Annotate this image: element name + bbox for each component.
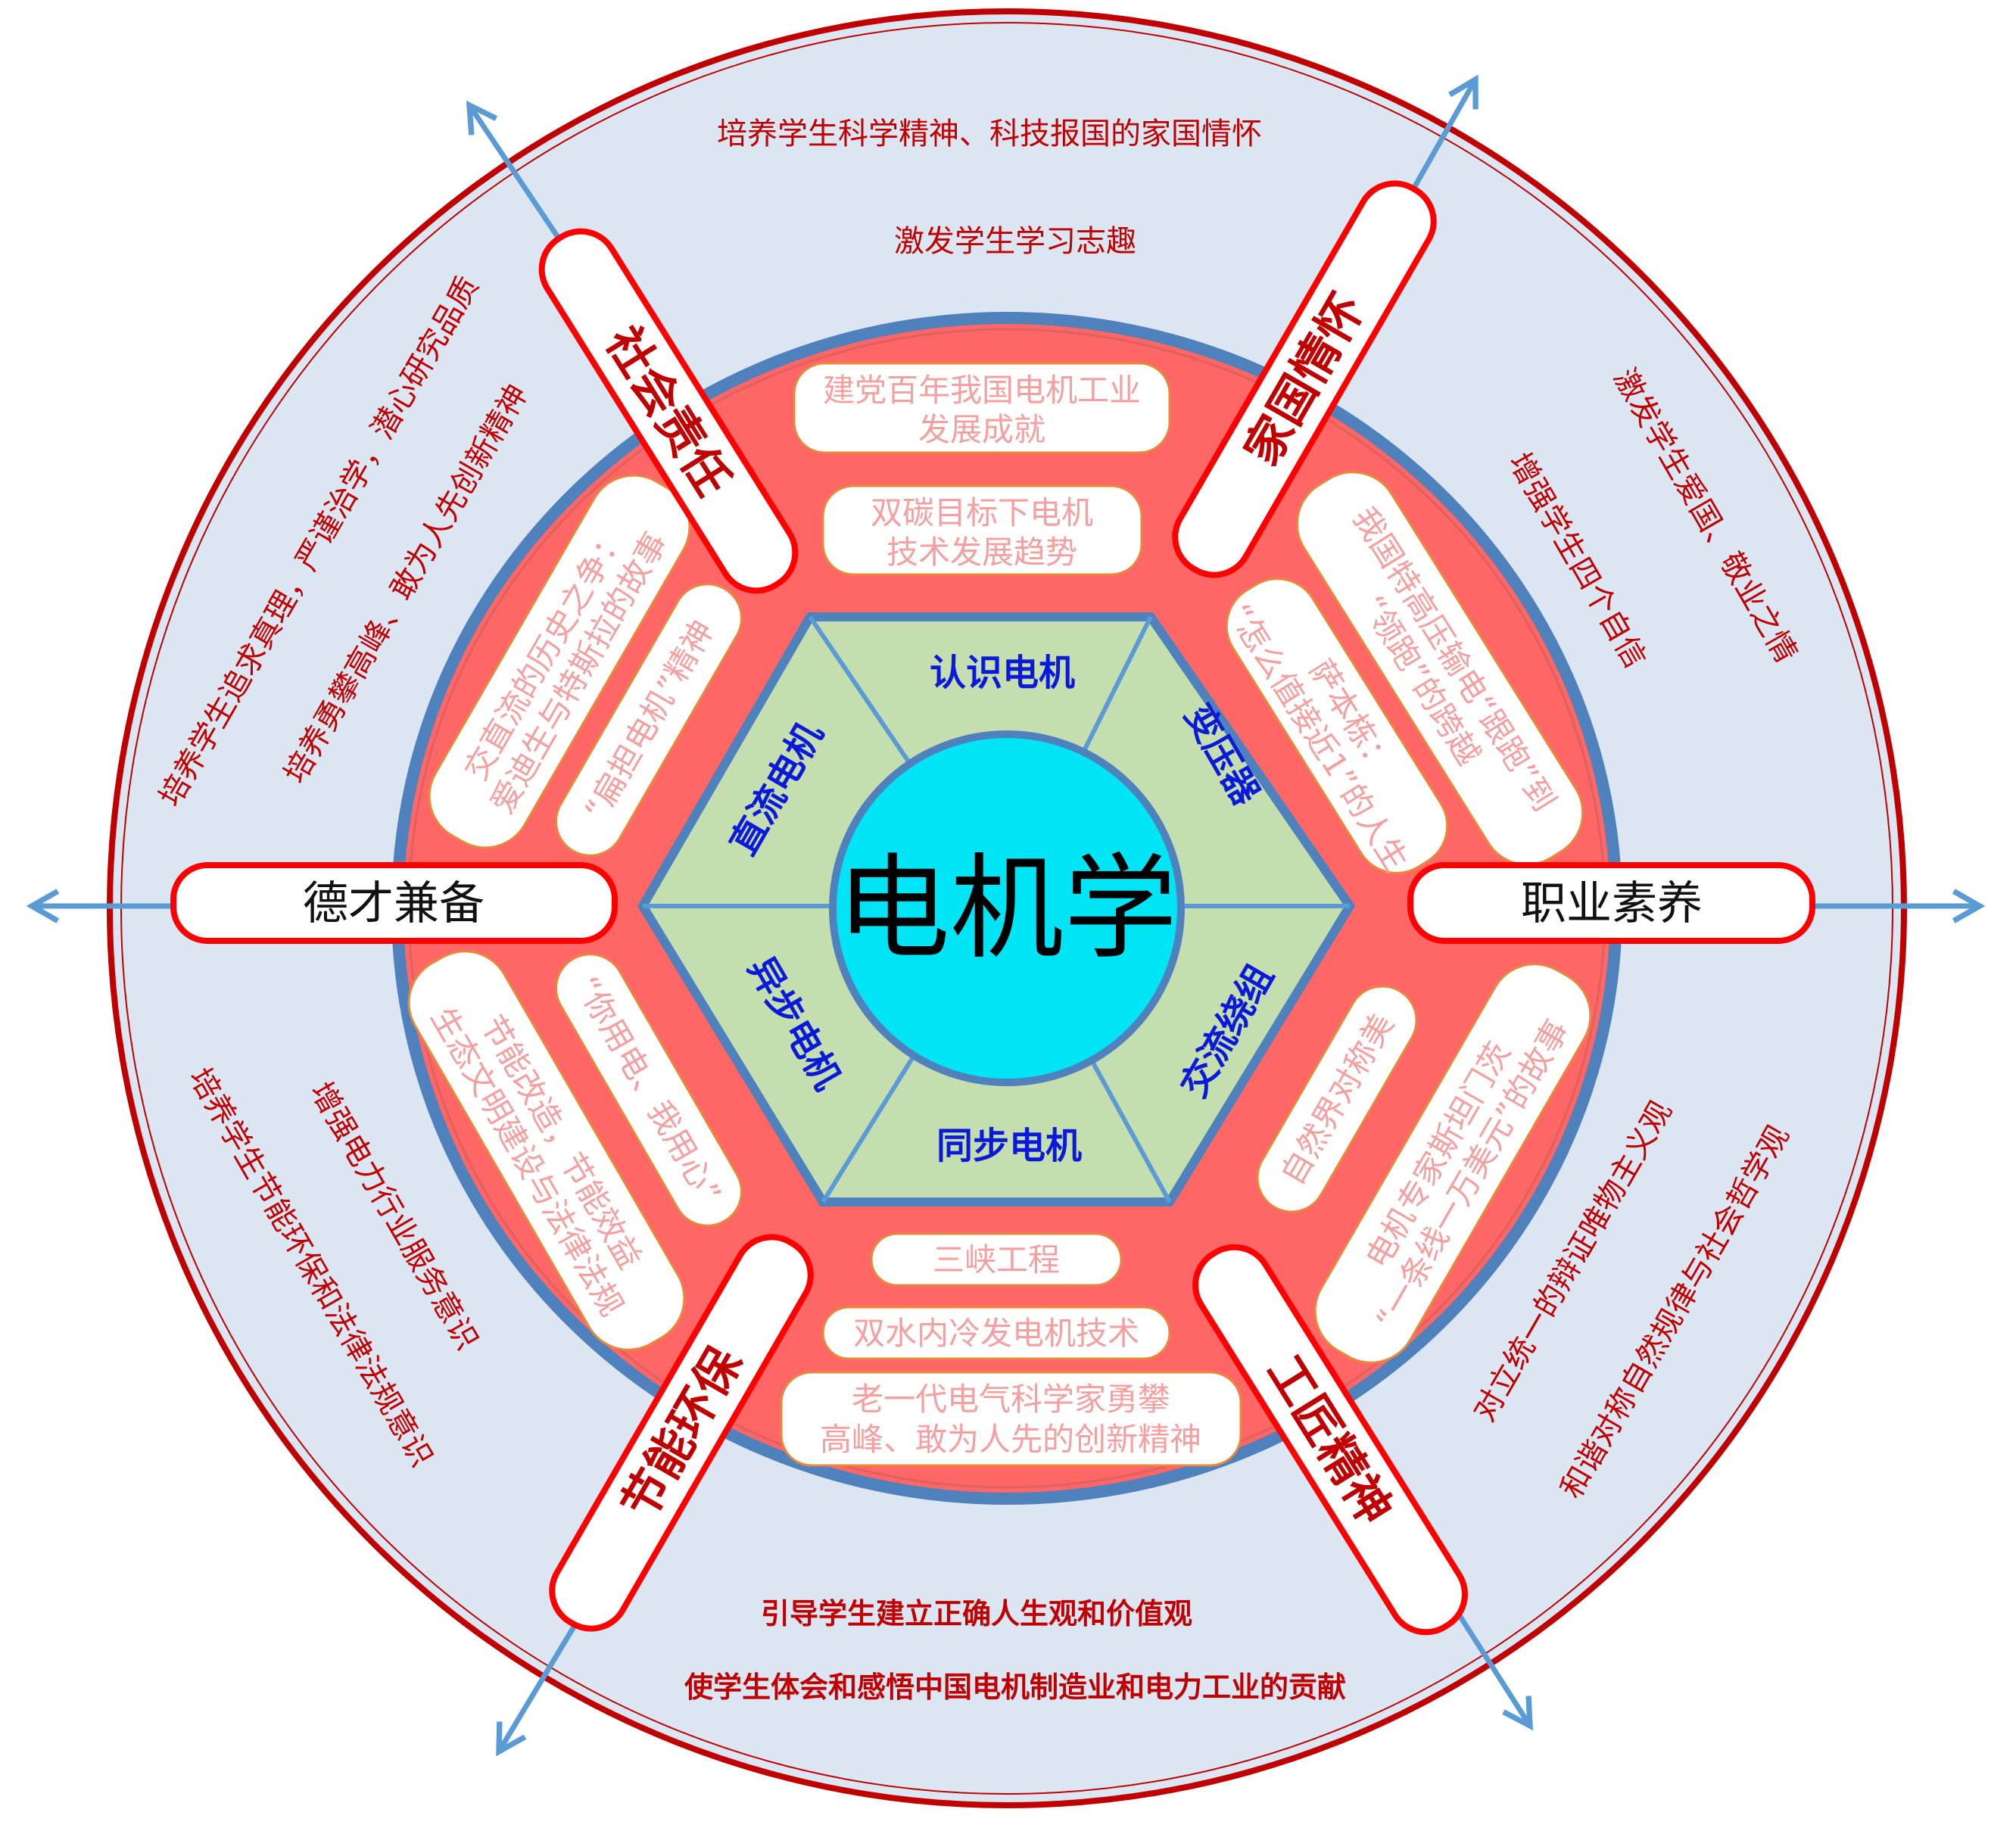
svg-text:德才兼备: 德才兼备 (303, 877, 485, 930)
spoke-left: 德才兼备 (170, 862, 618, 944)
sector-top: 认识电机 (930, 652, 1075, 694)
case-top-1: 建党百年我国电机工业发展成就 (793, 362, 1171, 454)
case-bottom-1: 三峡工程 (870, 1232, 1123, 1287)
goal-bottom-1: 引导学生建立正确人生观和价值观 (761, 1597, 1192, 1630)
case-bottom-2: 双水内冷发电机技术 (821, 1306, 1171, 1360)
spoke-right: 职业素养 (1407, 862, 1815, 944)
goal-top-1: 培养学生科学精神、科技报国的家国情怀 (717, 117, 1262, 151)
case-top-2: 双碳目标下电机技术发展趋势 (821, 484, 1143, 576)
svg-text:三峡工程: 三峡工程 (933, 1241, 1060, 1278)
svg-text:老一代电气科学家勇攀高峰、敢为人先的创新精神: 老一代电气科学家勇攀高峰、敢为人先的创新精神 (820, 1381, 1201, 1458)
svg-text:职业素养: 职业素养 (1521, 877, 1703, 930)
svg-text:双碳目标下电机技术发展趋势: 双碳目标下电机技术发展趋势 (871, 494, 1093, 571)
sector-bottom: 同步电机 (936, 1125, 1082, 1167)
svg-text:双水内冷发电机技术: 双水内冷发电机技术 (853, 1315, 1139, 1352)
goal-top-2: 激发学生学习志趣 (894, 224, 1136, 259)
center-title: 电机学 (837, 843, 1177, 975)
goal-bottom-2: 使学生体会和感悟中国电机制造业和电力工业的贡献 (684, 1671, 1346, 1704)
case-bottom-3: 老一代电气科学家勇攀高峰、敢为人先的创新精神 (780, 1371, 1242, 1467)
center-circle (829, 730, 1185, 1086)
svg-text:建党百年我国电机工业发展成就: 建党百年我国电机工业发展成就 (823, 372, 1141, 448)
